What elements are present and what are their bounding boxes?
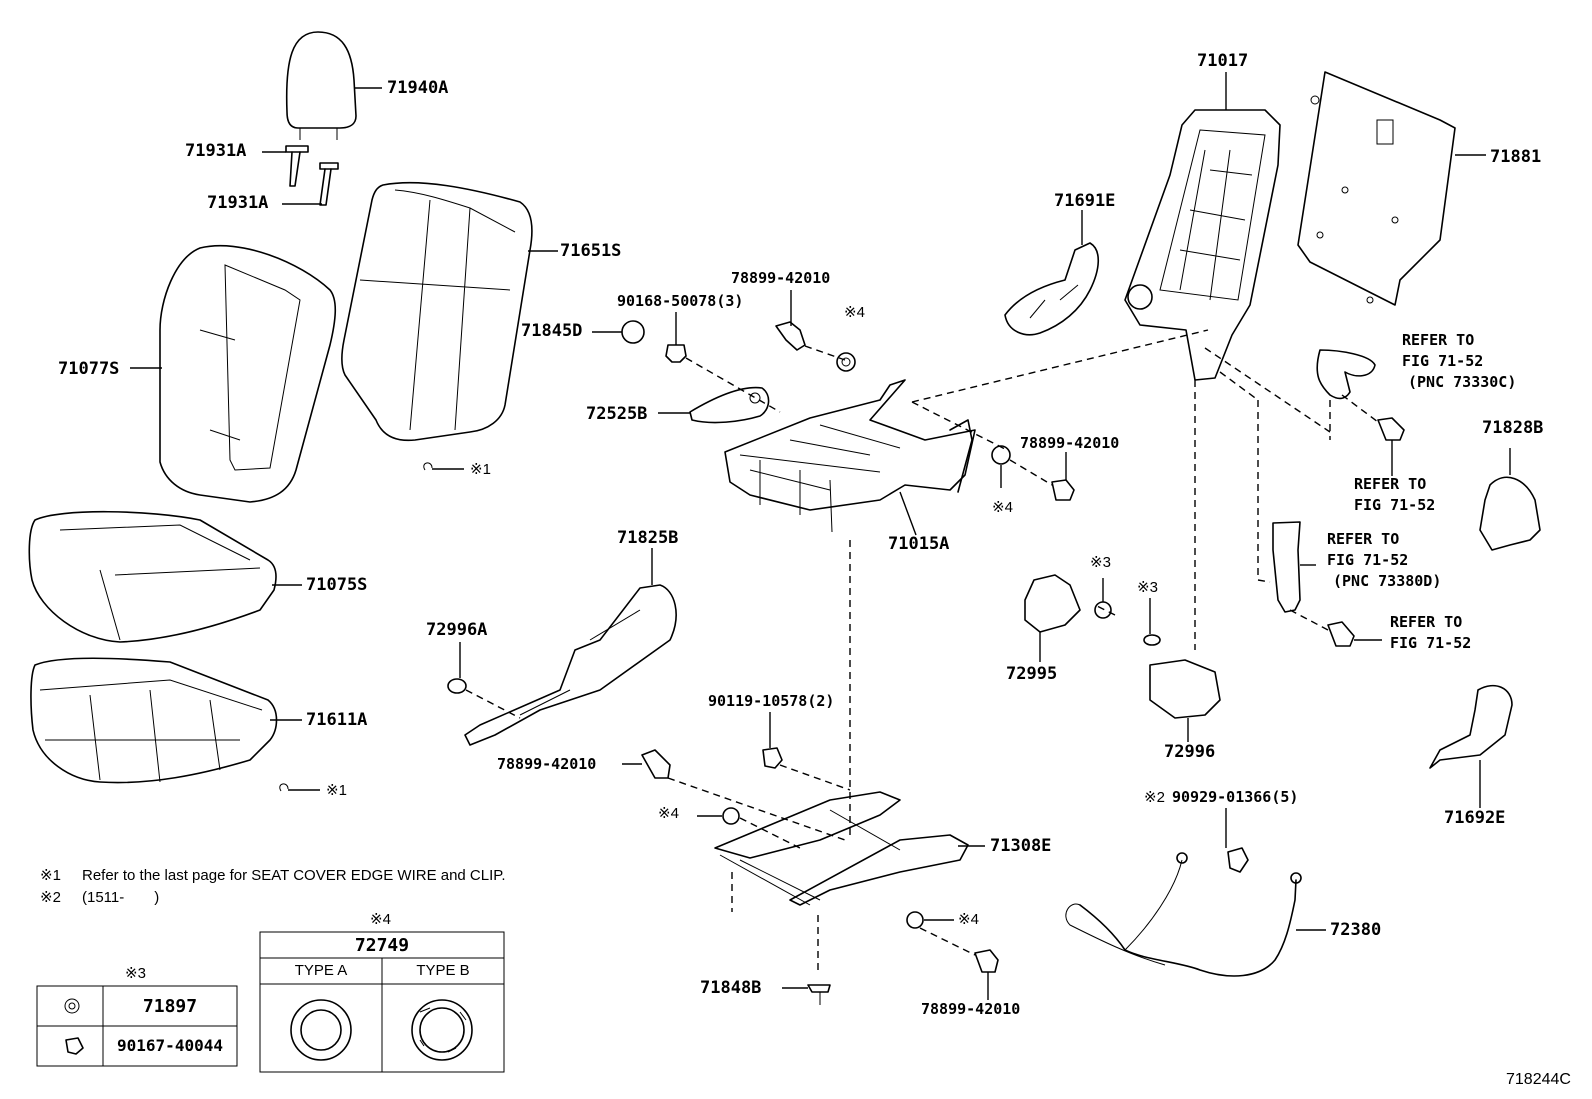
refer-line: REFER TO	[1327, 530, 1400, 548]
mark-note4-right: ※4	[992, 499, 1013, 516]
table4-mark: ※4	[370, 911, 391, 928]
mark-note3-b: ※3	[1137, 579, 1158, 596]
refer-line: REFER TO	[1390, 613, 1463, 631]
label-71015a: 71015A	[888, 534, 950, 554]
table4-type-a: TYPE A	[294, 962, 348, 979]
footnote2-mark: ※2	[40, 889, 61, 906]
label-78899-42010-bottom: 78899-42010	[921, 1000, 1021, 1018]
recliner-cap	[592, 320, 645, 344]
label-71828b: 71828B	[1482, 418, 1544, 438]
seat-cushion-cover	[28, 510, 302, 643]
label-78899-42010-top: 78899-42010	[731, 269, 831, 287]
side-cover-71691e	[1004, 210, 1100, 336]
nut-72996a	[447, 642, 521, 719]
table-note4	[259, 931, 505, 1073]
label-90929-01366: 90929-01366(5)	[1172, 788, 1299, 806]
refer-block-buckle-bolt: REFER TO FIG 71-52	[1390, 612, 1471, 654]
label-71940a: 71940A	[387, 78, 449, 98]
headrest-guide-pins	[262, 145, 339, 206]
label-71692e: 71692E	[1444, 808, 1506, 828]
cover-71692e	[1429, 684, 1513, 808]
refer-line: REFER TO	[1402, 331, 1475, 349]
refer-line: FIG 71-52	[1327, 551, 1409, 569]
mark-note1-upper: ※1	[470, 461, 491, 478]
label-78899-42010-right: 78899-42010	[1020, 434, 1120, 452]
table-note3	[36, 985, 238, 1067]
label-71931a-lower: 71931A	[207, 193, 269, 213]
label-71881: 71881	[1490, 147, 1542, 167]
label-71691e: 71691E	[1054, 191, 1116, 211]
recliner-lever	[658, 386, 770, 424]
refer-line: FIG 71-52	[1354, 496, 1436, 514]
seatback-pad	[130, 244, 337, 503]
label-71017: 71017	[1197, 51, 1249, 71]
label-90168-50078: 90168-50078(3)	[617, 292, 744, 310]
label-72996: 72996	[1164, 742, 1216, 762]
label-90119-10578: 90119-10578(2)	[708, 692, 835, 710]
cover-71828b	[1479, 448, 1541, 551]
refer-line: FIG 71-52	[1402, 352, 1484, 370]
label-72380: 72380	[1330, 920, 1382, 940]
label-71075s: 71075S	[306, 575, 368, 595]
table3-mark: ※3	[125, 965, 146, 982]
label-71848b: 71848B	[700, 978, 762, 998]
label-72996a: 72996A	[426, 620, 488, 640]
seatback-cover	[341, 181, 558, 442]
label-72525b: 72525B	[586, 404, 648, 424]
refer-line: (PNC 73330C)	[1408, 373, 1517, 391]
seat-belt-buckle	[1272, 521, 1382, 647]
assembly-lines	[849, 329, 1331, 835]
mark-note4-top: ※4	[844, 304, 865, 321]
seatback-frame	[1124, 72, 1281, 381]
footnote1-text: Refer to the last page for SEAT COVER ED…	[82, 867, 506, 884]
refer-block-73380d: REFER TO FIG 71-52 (PNC 73380D)	[1327, 529, 1441, 592]
clip-symbols	[279, 462, 464, 792]
label-71651s: 71651S	[560, 241, 622, 261]
table3-row2-part: 90167-40044	[117, 1036, 223, 1055]
fasteners-right	[991, 445, 1075, 501]
table3-row1-part: 71897	[142, 996, 198, 1017]
refer-line: FIG 71-52	[1390, 634, 1472, 652]
refer-line: (PNC 73380D)	[1333, 572, 1442, 590]
seatback-board	[1297, 71, 1486, 306]
belt-anchor-upper	[1316, 349, 1405, 476]
release-cable	[1065, 808, 1326, 977]
label-71077s: 71077S	[58, 359, 120, 379]
mark-note3-a: ※3	[1090, 554, 1111, 571]
fasteners-top	[665, 290, 856, 413]
seat-frame	[724, 379, 976, 536]
mark-note2: ※2	[1144, 789, 1165, 806]
mark-note4-bottom: ※4	[958, 911, 979, 928]
footnote1-mark: ※1	[40, 867, 61, 884]
mark-note1-lower: ※1	[326, 782, 347, 799]
footnote2-text: (1511- )	[82, 889, 160, 906]
table4-type-b: TYPE B	[416, 962, 470, 979]
side-shield-71825b	[464, 548, 677, 746]
refer-line: REFER TO	[1354, 475, 1427, 493]
mark-note4-left: ※4	[658, 805, 679, 822]
seat-cushion-pad	[30, 657, 302, 784]
label-71611a: 71611A	[306, 710, 368, 730]
figure-id: 718244C	[1506, 1071, 1571, 1088]
refer-block-73330c: REFER TO FIG 71-52 (PNC 73330C)	[1402, 330, 1516, 393]
seat-track	[714, 791, 985, 906]
refer-block-anchor-bolt: REFER TO FIG 71-52	[1354, 474, 1435, 516]
label-71845d: 71845D	[521, 321, 583, 341]
label-71308e: 71308E	[990, 836, 1052, 856]
covers-72995-72996	[1024, 574, 1221, 742]
label-72995: 72995	[1006, 664, 1058, 684]
headrest	[285, 31, 382, 140]
label-71825b: 71825B	[617, 528, 679, 548]
label-78899-42010-left: 78899-42010	[497, 755, 597, 773]
label-71931a-upper: 71931A	[185, 141, 247, 161]
fasteners-lower	[622, 712, 999, 1005]
table4-part: 72749	[354, 935, 410, 956]
